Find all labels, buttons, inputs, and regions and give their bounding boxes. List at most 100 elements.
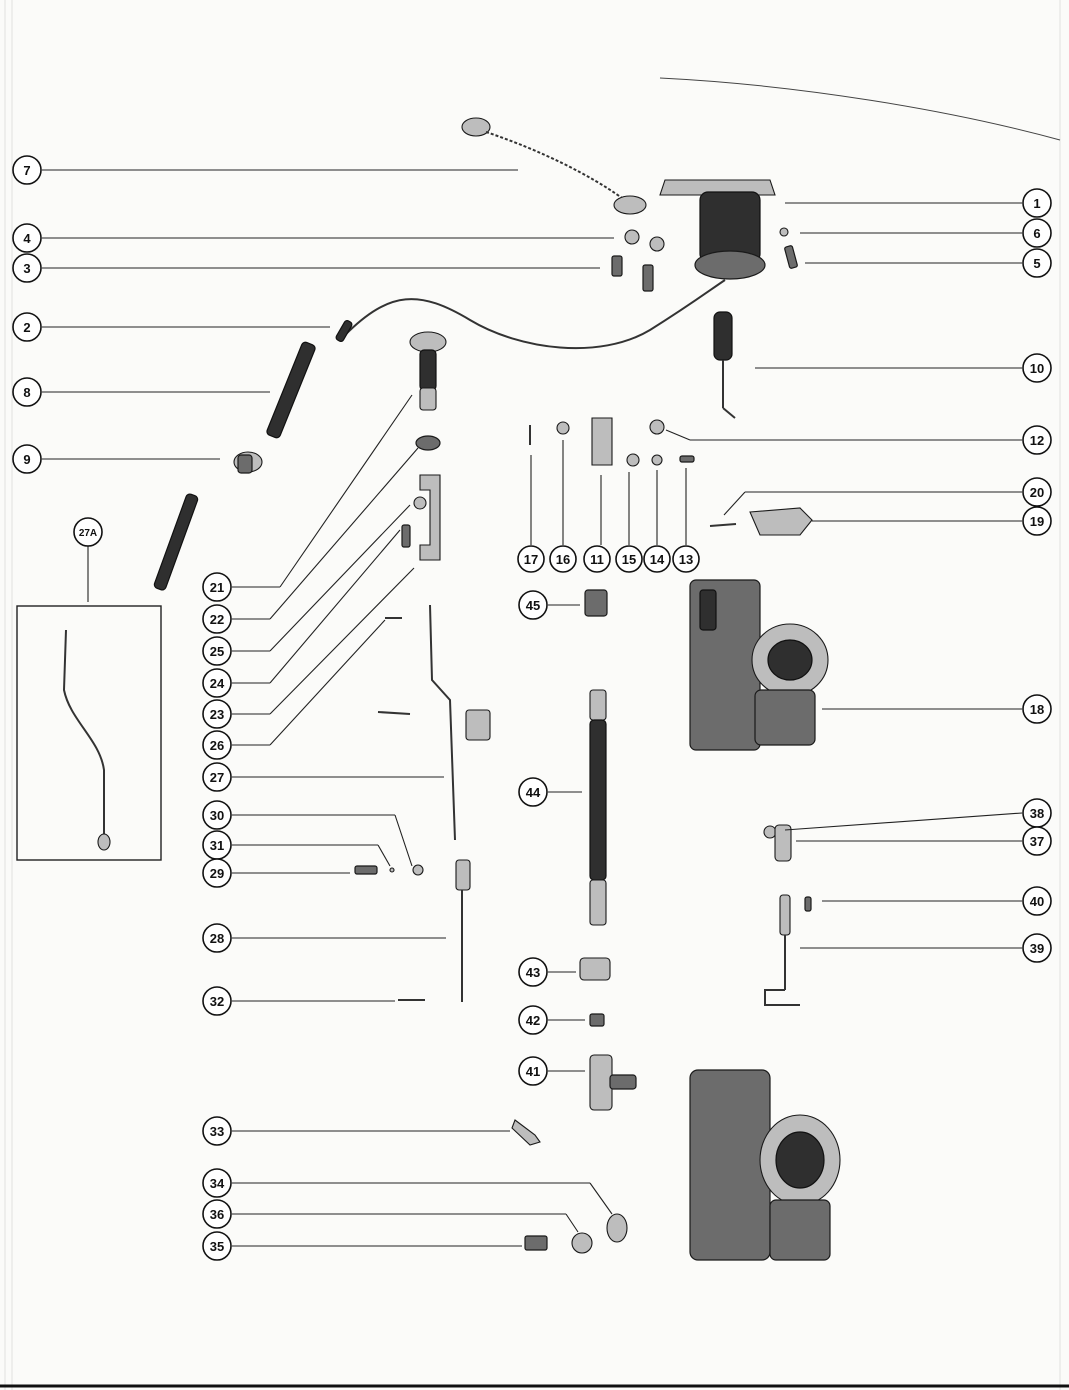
callout-34: 34: [202, 1168, 232, 1198]
callout-22: 22: [202, 604, 232, 634]
part-3-screw: [642, 264, 654, 292]
callout-16: 16: [549, 545, 577, 573]
callout-41: 41: [518, 1056, 548, 1086]
callout-42: 42: [518, 1005, 548, 1035]
part-24-screw: [401, 524, 411, 548]
part-27A-end: [97, 833, 111, 851]
part-3-screw: [611, 255, 623, 277]
callout-19: 19: [1022, 506, 1052, 536]
callout-26: 26: [202, 730, 232, 760]
svg-text:27A: 27A: [79, 528, 97, 539]
callout-39: 39: [1022, 933, 1052, 963]
svg-text:10: 10: [1030, 361, 1044, 376]
part-19-bracket: [749, 507, 813, 536]
svg-text:1: 1: [1033, 196, 1040, 211]
callout-6: 6: [1022, 218, 1052, 248]
svg-text:29: 29: [210, 866, 224, 881]
svg-text:41: 41: [526, 1064, 540, 1079]
part-14-washer: [651, 454, 663, 466]
part-25-washer: [413, 496, 427, 510]
svg-text:39: 39: [1030, 941, 1044, 956]
part-36-washer: [571, 1232, 593, 1254]
svg-text:43: 43: [526, 965, 540, 980]
callout-14: 14: [643, 545, 671, 573]
callout-32: 32: [202, 986, 232, 1016]
part-2-terminal: [335, 319, 353, 343]
svg-text:38: 38: [1030, 806, 1044, 821]
part-7-cable: [461, 117, 647, 215]
part-22-spring: [415, 435, 441, 451]
part-9-clamp: [233, 451, 263, 474]
svg-text:18: 18: [1030, 702, 1044, 717]
callout-40: 40: [1022, 886, 1052, 916]
svg-text:28: 28: [210, 931, 224, 946]
part-35-screw: [524, 1235, 548, 1251]
callout-35: 35: [202, 1231, 232, 1261]
svg-text:27: 27: [210, 770, 224, 785]
svg-text:26: 26: [210, 738, 224, 753]
part-21-knob: [409, 331, 447, 411]
svg-text:30: 30: [210, 808, 224, 823]
part-30-ball: [412, 864, 424, 876]
svg-text:24: 24: [210, 676, 225, 691]
part-16-washer: [556, 421, 570, 435]
svg-text:21: 21: [210, 580, 224, 595]
part-23-bracket: [419, 474, 441, 561]
part-1-housing: [659, 179, 776, 280]
part-12-nut: [649, 419, 665, 435]
svg-text:9: 9: [23, 452, 30, 467]
callout-43: 43: [518, 957, 548, 987]
part-tube-lower: [153, 493, 199, 591]
part-44-fuel-line: [589, 689, 607, 926]
callout-17: 17: [517, 545, 545, 573]
svg-text:35: 35: [210, 1239, 224, 1254]
part-45-fitting: [584, 589, 608, 617]
callout-20: 20: [1022, 477, 1052, 507]
svg-text:25: 25: [210, 644, 224, 659]
svg-text:36: 36: [210, 1207, 224, 1222]
parts: [153, 117, 841, 1261]
part-28-rod: [455, 859, 471, 1002]
svg-text:14: 14: [650, 552, 665, 567]
part-15-washer: [626, 453, 640, 467]
callout-27A: 27A: [73, 517, 103, 547]
part-10-knob: [713, 311, 736, 419]
callout-2: 2: [12, 312, 42, 342]
svg-text:33: 33: [210, 1124, 224, 1139]
callout-1: 1: [1022, 188, 1052, 218]
svg-text:4: 4: [23, 231, 31, 246]
svg-text:2: 2: [23, 320, 30, 335]
callout-7: 7: [12, 155, 42, 185]
part-11-link: [591, 417, 613, 466]
part-5-screw: [784, 245, 798, 269]
callout-31: 31: [202, 830, 232, 860]
part-42-spring: [589, 1013, 605, 1027]
svg-text:13: 13: [679, 552, 693, 567]
part-27-lever: [377, 604, 491, 841]
callout-29: 29: [202, 858, 232, 888]
svg-text:23: 23: [210, 707, 224, 722]
svg-text:44: 44: [526, 785, 541, 800]
callout-21: 21: [202, 572, 232, 602]
callout-33: 33: [202, 1116, 232, 1146]
part-2-cable: [344, 279, 726, 350]
callout-12: 12: [1022, 425, 1052, 455]
callout-38: 38: [1022, 798, 1052, 828]
svg-text:3: 3: [23, 261, 30, 276]
callout-25: 25: [202, 636, 232, 666]
callout-23: 23: [202, 699, 232, 729]
part-39-needle: [764, 894, 800, 1006]
svg-text:34: 34: [210, 1176, 225, 1191]
part-8-tube: [266, 341, 316, 439]
svg-text:45: 45: [526, 598, 540, 613]
svg-text:8: 8: [23, 385, 30, 400]
part-13-screw: [679, 455, 695, 463]
callout-18: 18: [1022, 694, 1052, 724]
svg-text:32: 32: [210, 994, 224, 1009]
callout-9: 9: [12, 444, 42, 474]
svg-text:40: 40: [1030, 894, 1044, 909]
svg-text:42: 42: [526, 1013, 540, 1028]
part-29-screw: [354, 865, 378, 875]
